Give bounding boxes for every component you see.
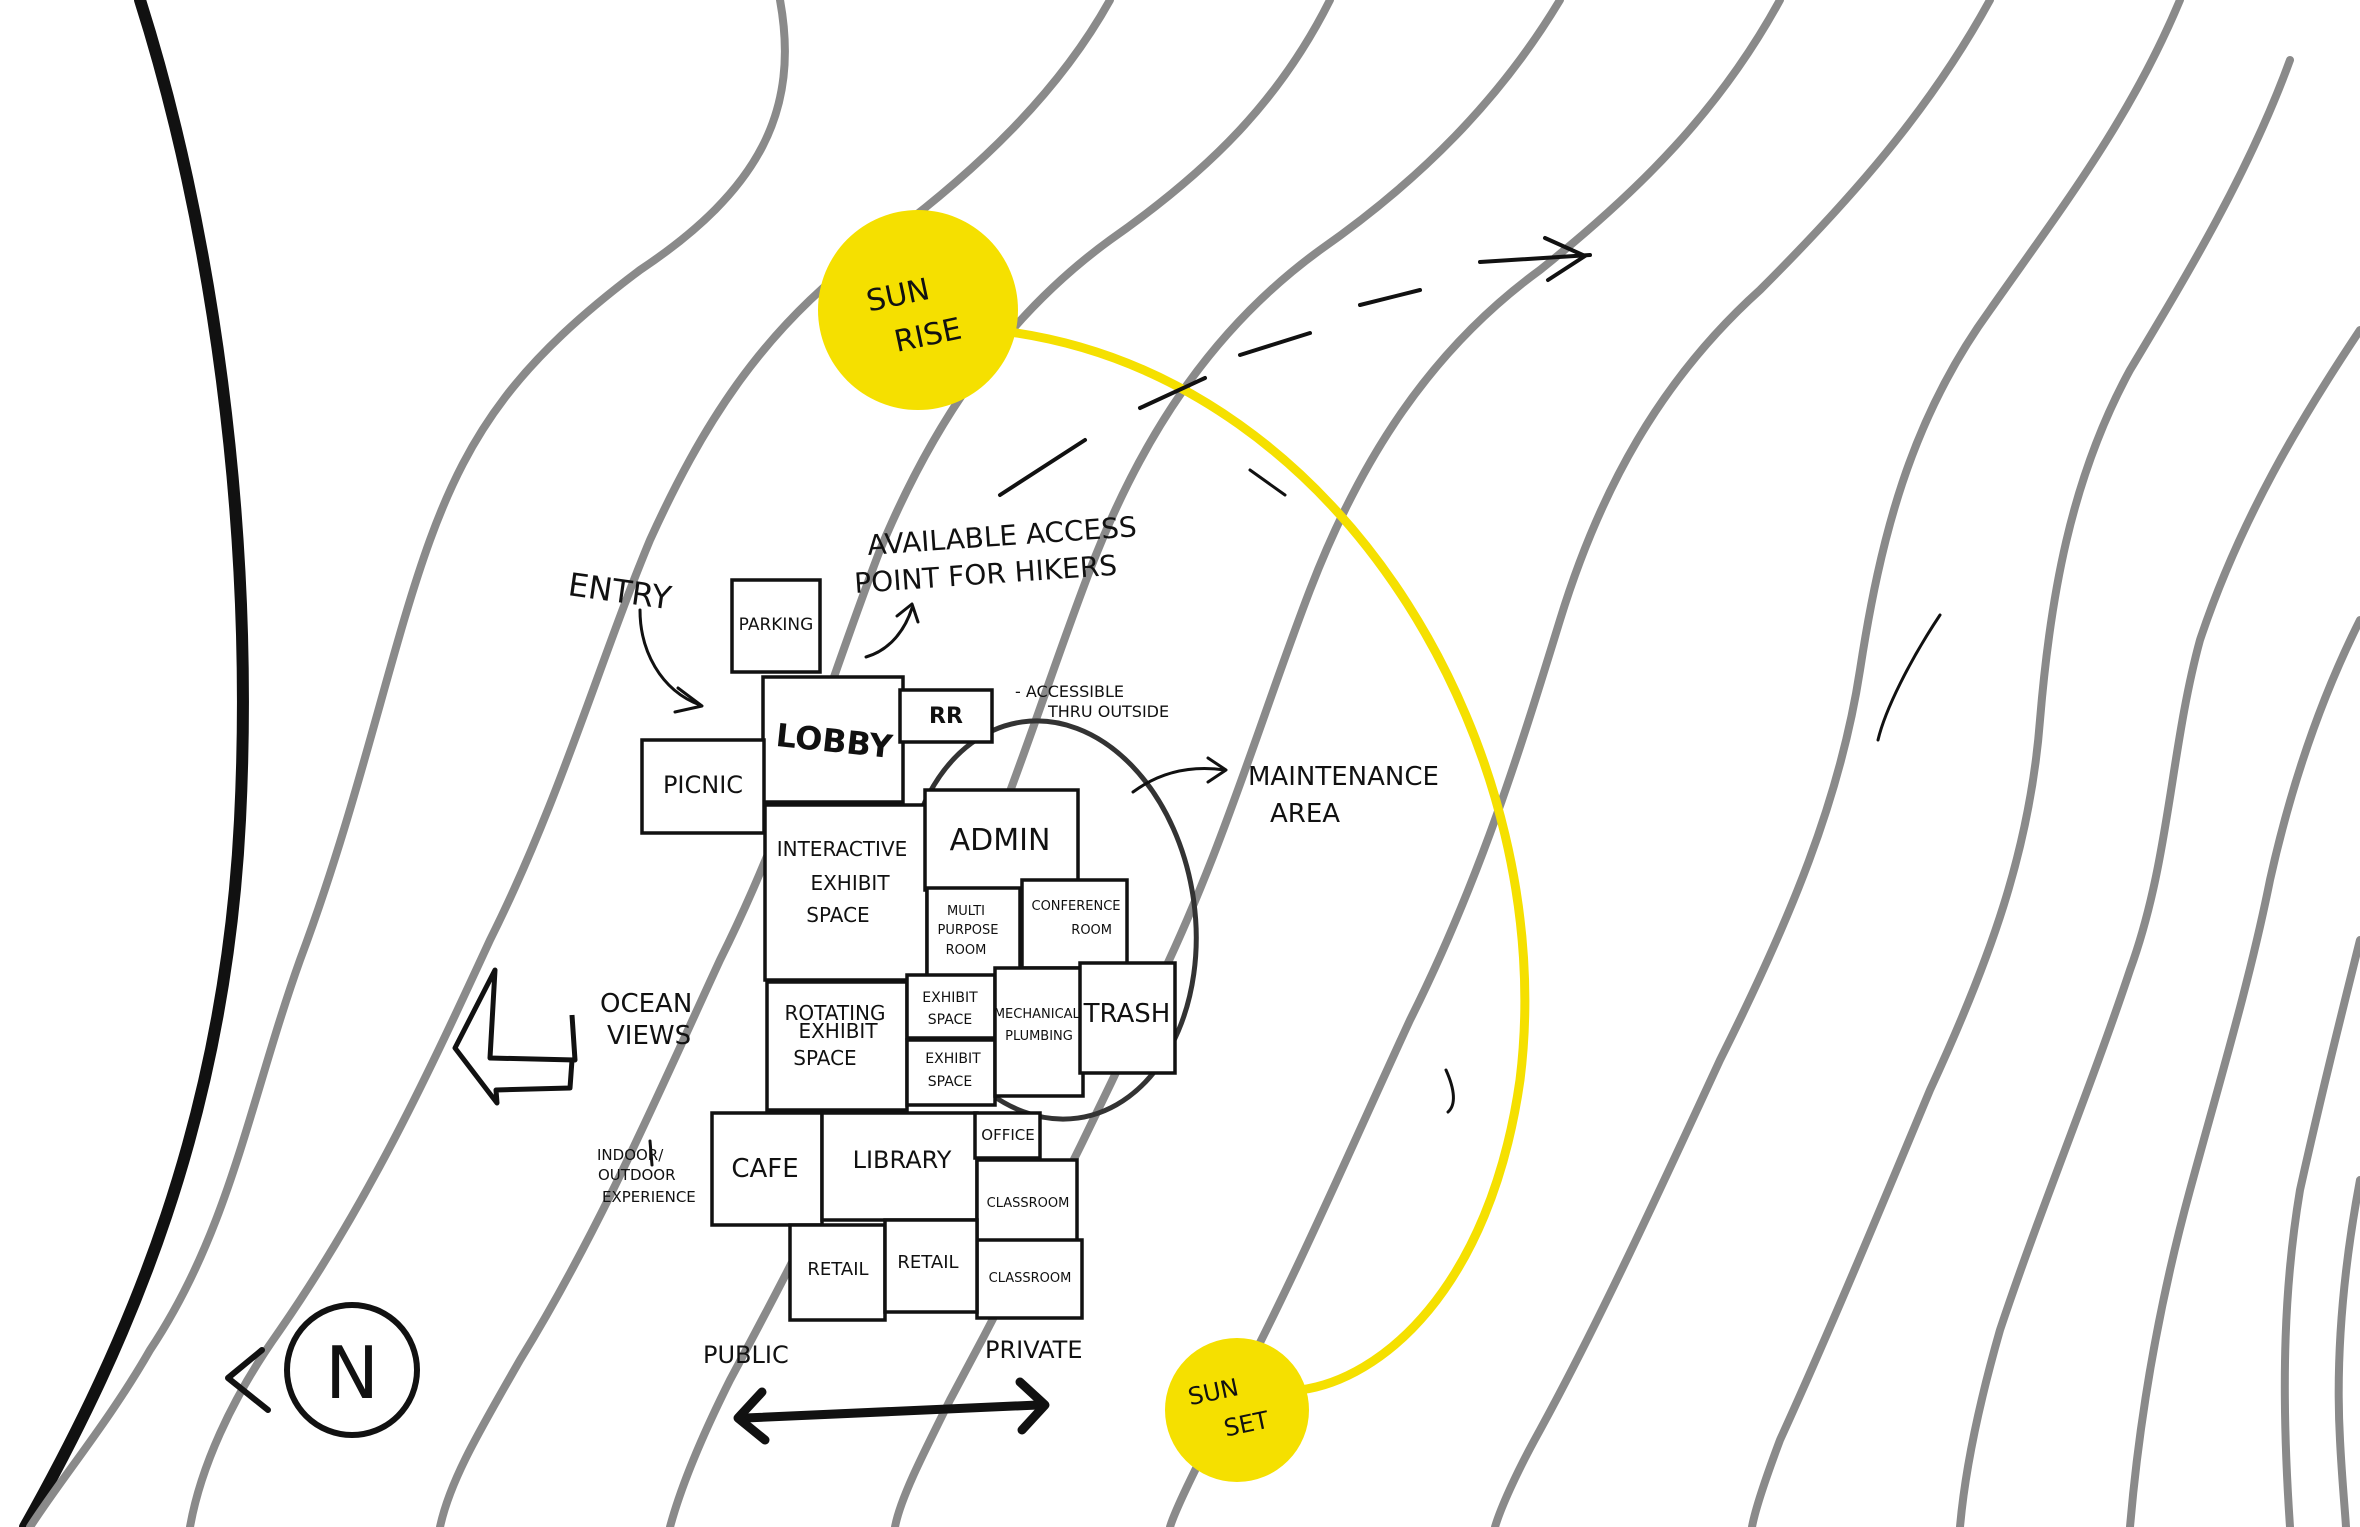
exhibit-b-label-line1: EXHIBIT (925, 1051, 981, 1067)
rotating-label-line2: EXHIBIT (798, 1019, 878, 1043)
public-label: PUBLIC (703, 1341, 789, 1369)
entry-annotation: ENTRY (566, 565, 704, 714)
conference-room: CONFERENCE ROOM (1020, 878, 1129, 970)
indoor-label-line3: EXPERIENCE (602, 1188, 696, 1206)
ocean-views-annotation: OCEAN VIEWS (452, 967, 692, 1106)
mechanical-label-line1: MECHANICAL/ (994, 1007, 1085, 1022)
conference-label-line1: CONFERENCE (1032, 899, 1121, 914)
ocean-views-label-line2: VIEWS (607, 1021, 691, 1051)
public-private-annotation: PUBLIC PRIVATE (703, 1336, 1083, 1445)
stray-stroke (1876, 613, 1942, 742)
contour-line (1956, 326, 2360, 1527)
private-label: PRIVATE (985, 1336, 1083, 1364)
rotating-exhibit-room: ROTATING EXHIBIT SPACE (765, 980, 909, 1112)
north-label: N (325, 1331, 379, 1415)
exhibit-space-room-b: EXHIBIT SPACE (905, 1038, 997, 1107)
retail-a-label: RETAIL (807, 1259, 868, 1280)
exhibit-a-label-line1: EXHIBIT (922, 990, 978, 1006)
contour-line (2280, 936, 2360, 1527)
multipurpose-label-line1: MULTI (947, 904, 985, 919)
hiker-trail-dashed-arrow (998, 236, 1592, 497)
maintenance-annotation: MAINTENANCE AREA (1131, 756, 1439, 829)
public-private-arrow (740, 1400, 1043, 1423)
retail-b-label: RETAIL (897, 1252, 958, 1273)
parking-room: PARKING (730, 578, 822, 674)
classroom-b-label: CLASSROOM (989, 1271, 1072, 1286)
accessible-note-annotation: - ACCESSIBLE THRU OUTSIDE (1015, 682, 1169, 721)
multipurpose-label-line2: PURPOSE (938, 923, 999, 938)
library-label: LIBRARY (853, 1146, 952, 1174)
maintenance-label-line1: MAINTENANCE (1248, 762, 1439, 792)
ocean-views-label-line1: OCEAN (600, 989, 692, 1019)
hiker-access-annotation: AVAILABLE ACCESS POINT FOR HIKERS (853, 510, 1138, 659)
accessible-note-line1: - ACCESSIBLE (1015, 682, 1124, 701)
interactive-exhibit-room: INTERACTIVE EXHIBIT SPACE (763, 803, 929, 982)
mechanical-plumbing-room: MECHANICAL/ PLUMBING (993, 966, 1085, 1098)
admin-room: ADMIN (923, 788, 1080, 892)
sunset-marker: SUN SET (1165, 1338, 1309, 1482)
rr-room: RR (898, 688, 994, 744)
rotating-label-line1: ROTATING (784, 1001, 885, 1025)
rr-label: RR (929, 704, 963, 729)
contour-line (26, 0, 789, 1527)
classroom-room-a: CLASSROOM (975, 1158, 1079, 1244)
sun-path-arc (1005, 327, 1530, 1395)
sunrise-marker: SUN RISE (818, 210, 1018, 410)
maintenance-label-line2: AREA (1270, 799, 1340, 829)
indoor-outdoor-annotation: INDOOR/ OUTDOOR EXPERIENCE (597, 1139, 696, 1206)
conference-label-line2: ROOM (1071, 923, 1112, 938)
interactive-label-line1: INTERACTIVE (777, 837, 908, 861)
north-arrow: N (225, 1302, 420, 1438)
interactive-label-line3: SPACE (806, 903, 869, 927)
retail-room-a: RETAIL (788, 1223, 887, 1322)
exhibit-space-room-a: EXHIBIT SPACE (905, 973, 997, 1040)
picnic-room: PICNIC (640, 738, 766, 835)
trash-room: TRASH (1078, 961, 1177, 1075)
classroom-a-label: CLASSROOM (987, 1196, 1070, 1211)
mechanical-label-line2: PLUMBING (1005, 1029, 1073, 1044)
coastline-boundary (19, 0, 249, 1527)
office-room: OFFICE (973, 1111, 1042, 1160)
rotating-label-line3: SPACE (793, 1046, 856, 1070)
accessible-note-line2: THRU OUTSIDE (1047, 702, 1169, 721)
contour-line (891, 0, 1784, 1527)
lobby-room: LOBBY (761, 675, 905, 804)
picnic-label: PICNIC (663, 771, 743, 799)
exhibit-b-label-line2: SPACE (928, 1074, 972, 1090)
contour-line (2334, 1176, 2360, 1527)
classroom-room-b: CLASSROOM (975, 1238, 1084, 1320)
library-room: LIBRARY (820, 1111, 979, 1222)
contour-line (2126, 616, 2360, 1527)
entry-label: ENTRY (566, 565, 674, 617)
contour-line (666, 0, 1564, 1527)
exhibit-a-label-line2: SPACE (928, 1012, 972, 1028)
retail-room-b: RETAIL (883, 1218, 979, 1314)
trash-label: TRASH (1083, 999, 1171, 1029)
interactive-label-line2: EXHIBIT (810, 871, 890, 895)
cafe-room: CAFE (710, 1111, 824, 1227)
admin-label: ADMIN (950, 823, 1051, 858)
stray-stroke (1444, 1068, 1455, 1114)
multipurpose-room: MULTI PURPOSE ROOM (925, 886, 1022, 982)
contour-line (1748, 56, 2294, 1527)
topographic-contours (26, 0, 2360, 1527)
contour-line (1491, 0, 2184, 1527)
ocean-views-arrow (452, 967, 578, 1106)
cafe-label: CAFE (731, 1154, 798, 1184)
indoor-label-line2: OUTDOOR (598, 1166, 676, 1184)
office-label: OFFICE (981, 1126, 1034, 1144)
multipurpose-label-line3: ROOM (946, 943, 987, 958)
parking-label: PARKING (739, 615, 814, 635)
indoor-label-line1: INDOOR/ (597, 1146, 664, 1164)
